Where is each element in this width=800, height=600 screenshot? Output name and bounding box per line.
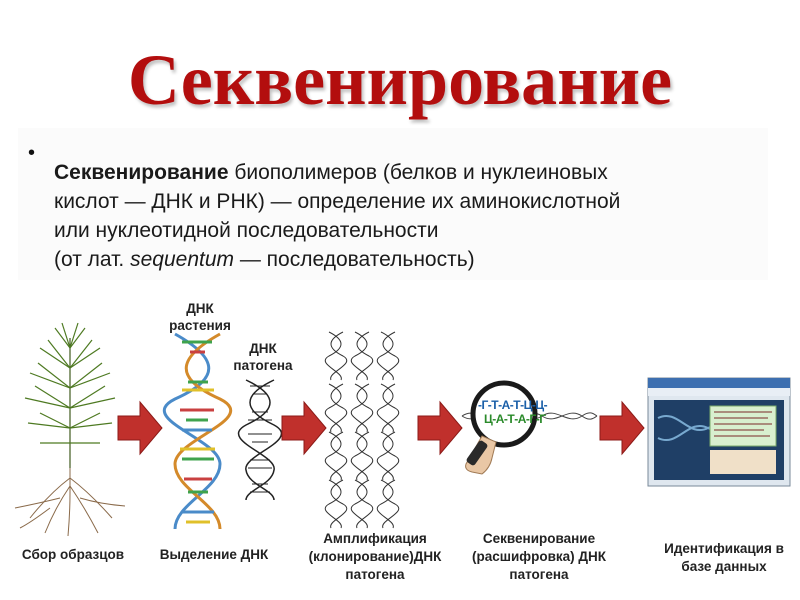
latin-word: sequentum — [130, 248, 235, 271]
caption-identify-line-2: базе данных — [681, 559, 767, 574]
plant-dna-label-line-1: ДНК — [186, 301, 214, 316]
pathogen-dna-label-line-2: патогена — [233, 358, 293, 373]
page-title: Секвенирование — [127, 40, 673, 120]
plant-dna-helix-image — [163, 332, 232, 530]
pathogen-dna-label: ДНК патогена — [226, 340, 300, 374]
pine-seedling-image — [14, 322, 126, 537]
sequence-text-top: -Г-Т-А-Т-Ц-Ц- — [478, 398, 548, 412]
pathogen-dna-label-line-1: ДНК — [249, 341, 277, 356]
arrow-right-1 — [117, 400, 163, 456]
caption-collect: Сбор образцов — [8, 546, 138, 564]
definition-term: Секвенирование — [54, 161, 229, 184]
definition-line-4: (от лат. sequentum — последовательность) — [54, 245, 764, 274]
plant-dna-label: ДНК растения — [160, 300, 240, 334]
definition-line-4-prefix: (от лат. — [54, 248, 131, 271]
bullet-icon: • — [28, 142, 36, 164]
caption-sequence-line-1: Секвенирование — [482, 531, 596, 546]
arrow-right-2 — [281, 400, 327, 456]
definition-text: Секвенирование биополимеров (белков и ну… — [54, 158, 764, 274]
database-screen-image — [647, 377, 791, 487]
caption-amplify-line-3: патогена — [345, 567, 405, 582]
sequence-text-bottom: Ц-А-Т-А-Г-Г — [484, 412, 546, 426]
definition-line-3: или нуклеотидной последовательности — [54, 219, 439, 242]
definition-line-2: кислот — ДНК и РНК) — определение их ами… — [54, 190, 621, 213]
caption-extract: Выделение ДНК — [152, 546, 276, 564]
caption-identify: Идентификация в базе данных — [652, 540, 796, 576]
definition-block: • Секвенирование биополимеров (белков и … — [18, 128, 768, 280]
amplified-dna-grid-image — [324, 331, 400, 529]
caption-extract-line-1: Выделение ДНК — [159, 547, 269, 562]
magnifier-sequence-image — [461, 380, 598, 475]
caption-identify-line-1: Идентификация в — [664, 541, 784, 556]
caption-amplify-line-1: Амплификация — [323, 531, 427, 546]
caption-collect-line-1: Сбор образцов — [21, 547, 125, 562]
arrow-right-4 — [599, 400, 645, 456]
definition-line-1-rest: биополимеров (белков и нуклеиновых — [228, 161, 608, 184]
caption-amplify-line-2: (клонирование)ДНК — [308, 549, 442, 564]
definition-line-4-suffix: — последовательность) — [234, 248, 475, 271]
caption-sequence-line-2: (расшифровка) ДНК — [471, 549, 607, 564]
caption-amplify: Амплификация (клонирование)ДНК патогена — [300, 530, 450, 584]
caption-sequence-line-3: патогена — [509, 567, 569, 582]
caption-sequence: Секвенирование (расшифровка) ДНК патоген… — [464, 530, 614, 584]
arrow-right-3 — [417, 400, 463, 456]
plant-dna-label-line-2: растения — [169, 318, 231, 333]
definition-line-1: Секвенирование биополимеров (белков и ну… — [54, 158, 764, 187]
pathogen-dna-helix-image — [237, 379, 283, 501]
